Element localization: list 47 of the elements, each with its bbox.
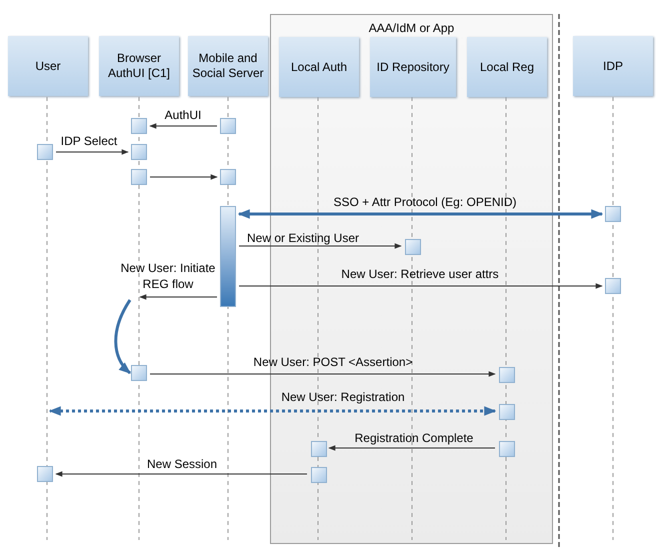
lifeline-header: Mobile and Social Server xyxy=(188,36,268,96)
arrow xyxy=(56,149,129,155)
edge-label: SSO + Attr Protocol (Eg: OPENID) xyxy=(333,194,517,210)
edge-label: Registration Complete xyxy=(354,430,474,446)
activation-box xyxy=(311,441,327,457)
arrow xyxy=(328,445,496,451)
arrow xyxy=(238,283,603,289)
edge-label: New User: POST <Assertion> xyxy=(253,354,413,370)
lifeline-header: ID Repository xyxy=(370,37,456,97)
activation-box xyxy=(499,367,515,383)
activation-box xyxy=(605,206,621,222)
lifeline-header: Browser AuthUI [C1] xyxy=(99,36,179,96)
activation-box xyxy=(405,239,421,255)
lifeline-header: User xyxy=(8,36,88,96)
activation-box xyxy=(605,278,621,294)
arrow xyxy=(55,471,308,477)
lifeline-header: Local Auth xyxy=(279,37,359,97)
group-title: AAA/IdM or App xyxy=(368,20,456,37)
activation-box xyxy=(131,118,147,134)
activation-box xyxy=(311,467,327,483)
activation-box xyxy=(220,118,236,134)
arrow xyxy=(48,406,496,416)
activation-box xyxy=(37,144,53,160)
arrow xyxy=(238,243,402,249)
lifeline-header: IDP xyxy=(573,36,653,96)
activation-box xyxy=(499,441,515,457)
activation-box xyxy=(37,466,53,482)
arrow xyxy=(139,294,218,300)
edge-label: New User: Initiate REG flow xyxy=(120,260,216,292)
arrow xyxy=(114,299,132,374)
activation-bar xyxy=(220,206,236,307)
activation-box xyxy=(131,144,147,160)
lifeline-header: Local Reg xyxy=(467,37,547,97)
edge-label: AuthUI xyxy=(164,107,202,123)
arrow xyxy=(238,209,604,219)
arrow xyxy=(149,123,218,129)
arrow xyxy=(150,174,218,180)
activation-box xyxy=(131,365,147,381)
edge-label: IDP Select xyxy=(60,133,118,149)
arrow xyxy=(150,371,496,377)
activation-box xyxy=(499,404,515,420)
activation-box xyxy=(220,169,236,185)
edge-label: New or Existing User xyxy=(246,230,360,246)
edge-label: New User: Retrieve user attrs xyxy=(341,266,499,282)
activation-box xyxy=(131,169,147,185)
edge-label: New Session xyxy=(146,456,218,472)
edge-label: New User: Registration xyxy=(281,389,405,405)
